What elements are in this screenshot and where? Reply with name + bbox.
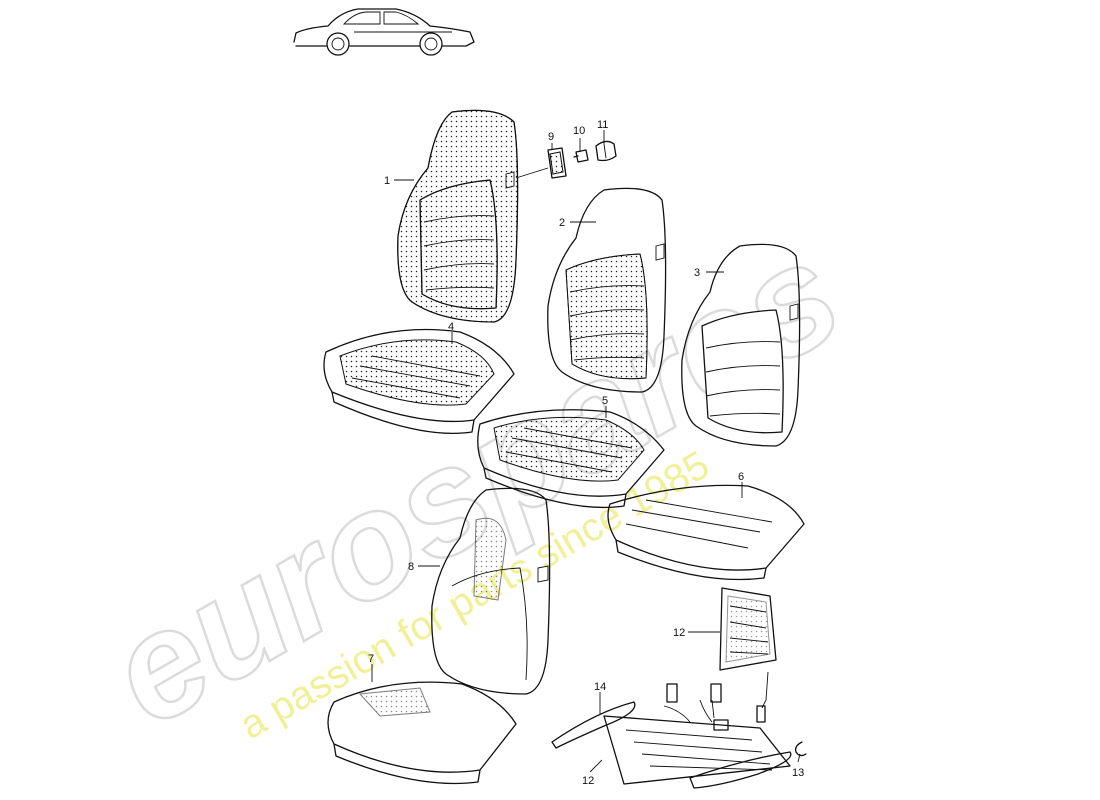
trim-cap-9 [547, 147, 567, 179]
callout-12-backrest-heater: 12 [673, 627, 685, 639]
leader-lines [371, 130, 801, 773]
seat-heating-mat [551, 683, 792, 789]
callouts: 1 2 3 4 5 6 7 8 9 10 11 12 12 13 14 [368, 119, 804, 787]
callout-13: 13 [792, 767, 804, 779]
knob-11 [595, 140, 617, 162]
callout-6: 6 [738, 471, 744, 483]
callout-1: 1 [384, 175, 390, 187]
seat-backrest-1 [397, 109, 519, 323]
seat-backrest-8 [431, 487, 551, 695]
seat-backrest-3 [681, 243, 801, 447]
callout-14: 14 [594, 681, 606, 693]
seat-backrest-2 [547, 187, 667, 393]
car-silhouette-icon [293, 8, 475, 56]
callout-10: 10 [573, 125, 585, 137]
seat-cushion-6 [607, 484, 805, 581]
clip-10 [573, 149, 589, 163]
callout-11: 11 [597, 119, 608, 131]
seat-cushion-5 [477, 409, 665, 509]
seat-cushion-7 [327, 681, 517, 785]
callout-12-seat-heater: 12 [582, 775, 594, 787]
callout-7: 7 [368, 653, 374, 665]
seat-cushion-4 [323, 328, 515, 435]
callout-8: 8 [408, 561, 414, 573]
callout-2: 2 [559, 217, 565, 229]
clip-icon [794, 741, 807, 757]
callout-9: 9 [548, 131, 554, 143]
callout-5: 5 [602, 395, 608, 407]
callout-4: 4 [448, 321, 454, 333]
heating-pad-icon [719, 587, 777, 723]
callout-3: 3 [694, 267, 700, 279]
